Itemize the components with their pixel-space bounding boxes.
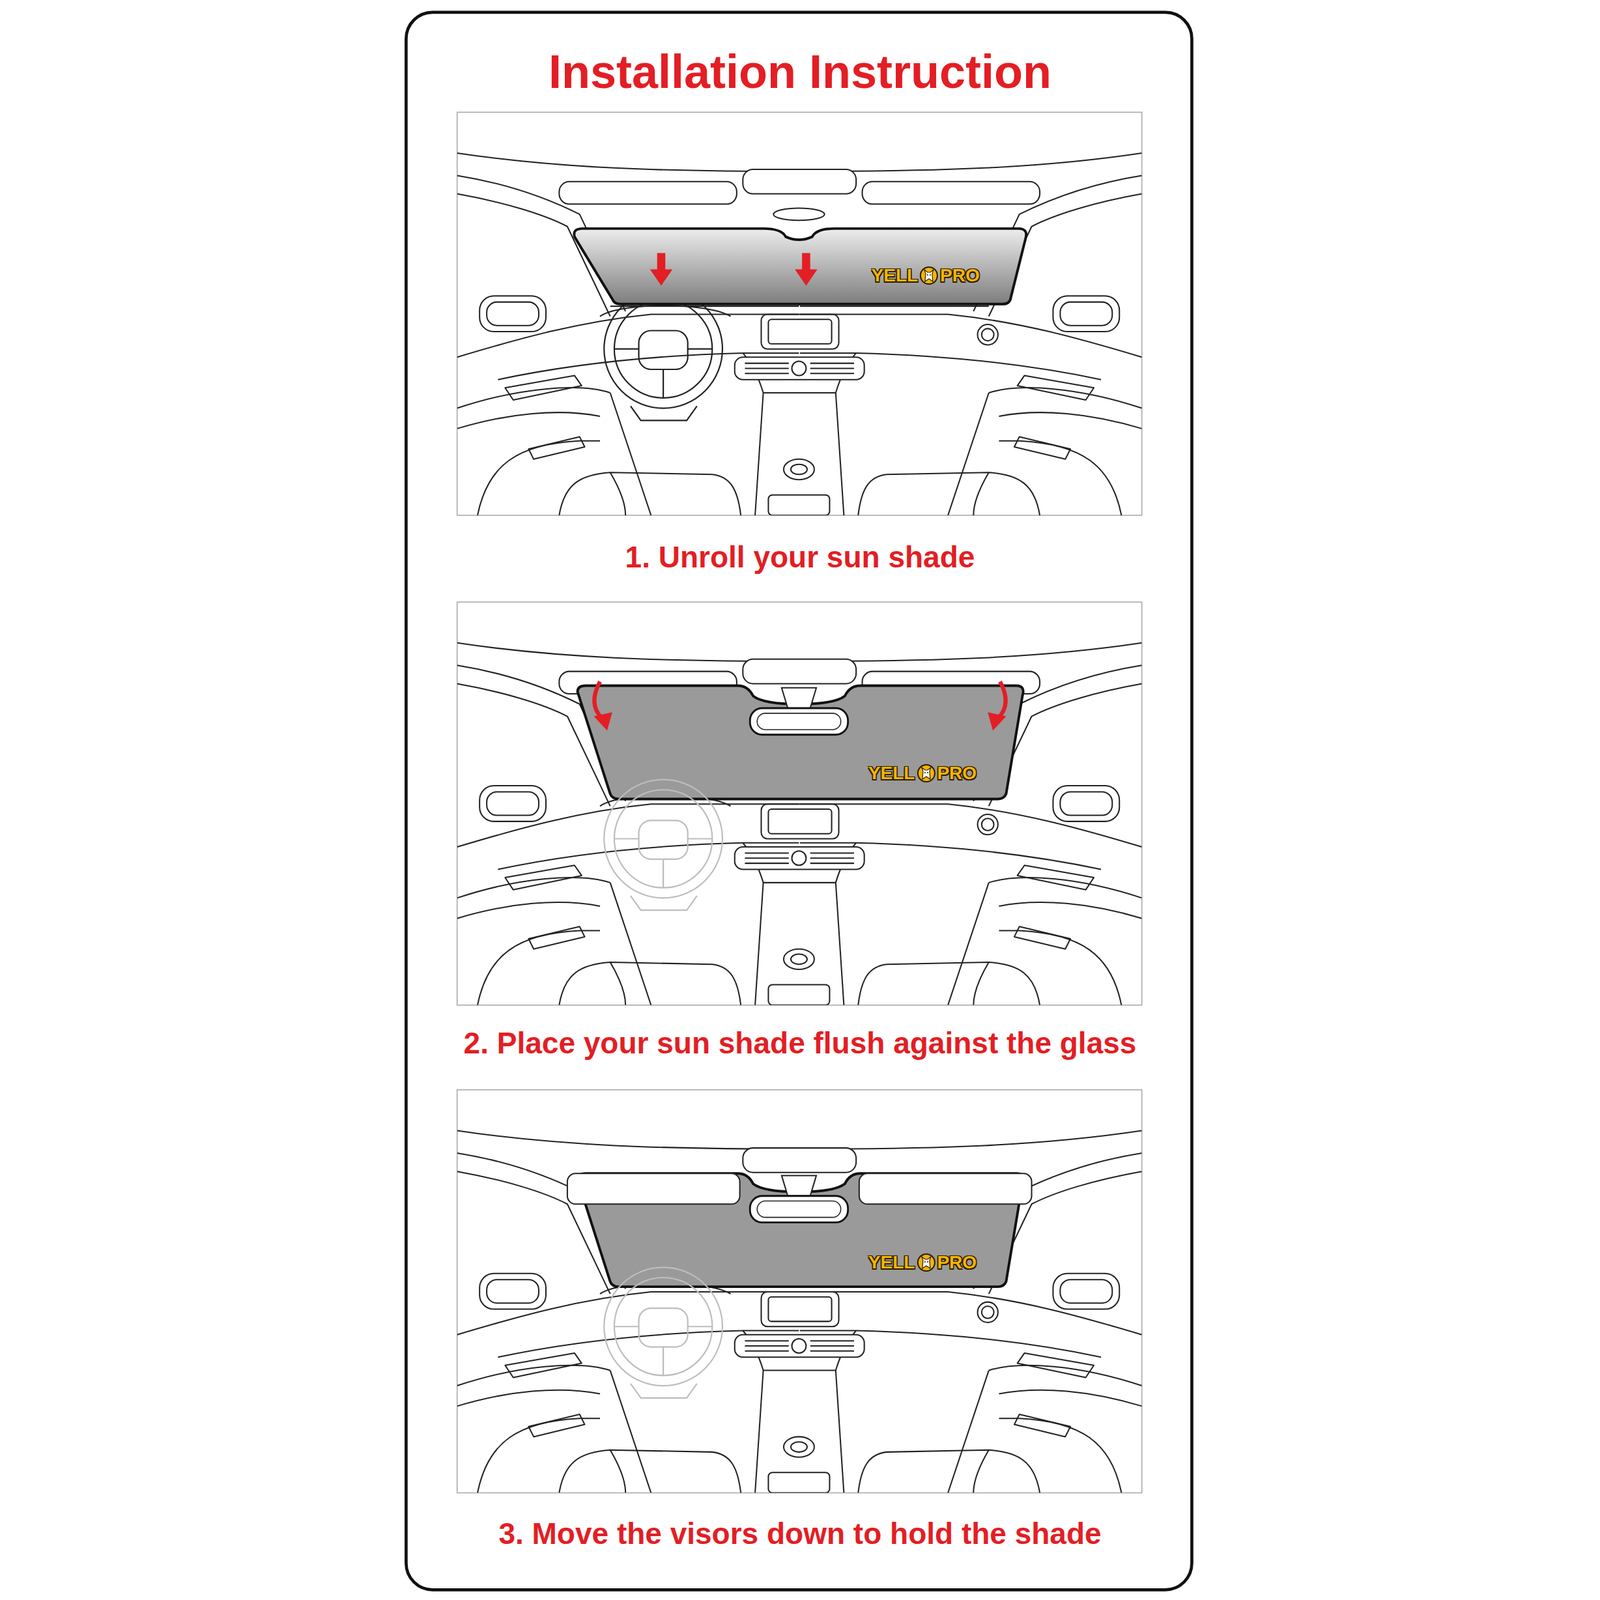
sun-shade <box>573 228 1027 305</box>
brand-text: PRO <box>940 265 980 286</box>
step-3-illustration <box>457 1089 1143 1494</box>
brand-text: YELL <box>868 1252 916 1273</box>
wolf-icon <box>915 763 936 784</box>
step-caption: 3. Move the visors down to hold the shad… <box>498 1515 1101 1552</box>
brand-text: YELL <box>868 762 916 784</box>
step-caption: 1. Unroll your sun shade <box>625 539 976 575</box>
step-caption: 2. Place your sun shade flush against th… <box>463 1025 1137 1061</box>
step-1-illustration <box>457 112 1143 516</box>
down-arrow <box>650 252 818 286</box>
outer-frame <box>405 12 1192 1591</box>
wolf-icon <box>919 265 939 286</box>
brand-text: PRO <box>936 762 977 784</box>
page-title: Installation Instruction <box>548 44 1052 99</box>
brand-text: PRO <box>936 1252 977 1273</box>
brand-logo: YELL PRO <box>868 1252 977 1273</box>
curved-arrow <box>594 681 1007 731</box>
wolf-icon <box>915 1252 936 1273</box>
brand-text: YELL <box>871 265 919 286</box>
step-2-illustration <box>457 601 1143 1006</box>
brand-logo: YELL PRO <box>871 265 980 286</box>
brand-logo: YELL PRO <box>868 762 977 784</box>
